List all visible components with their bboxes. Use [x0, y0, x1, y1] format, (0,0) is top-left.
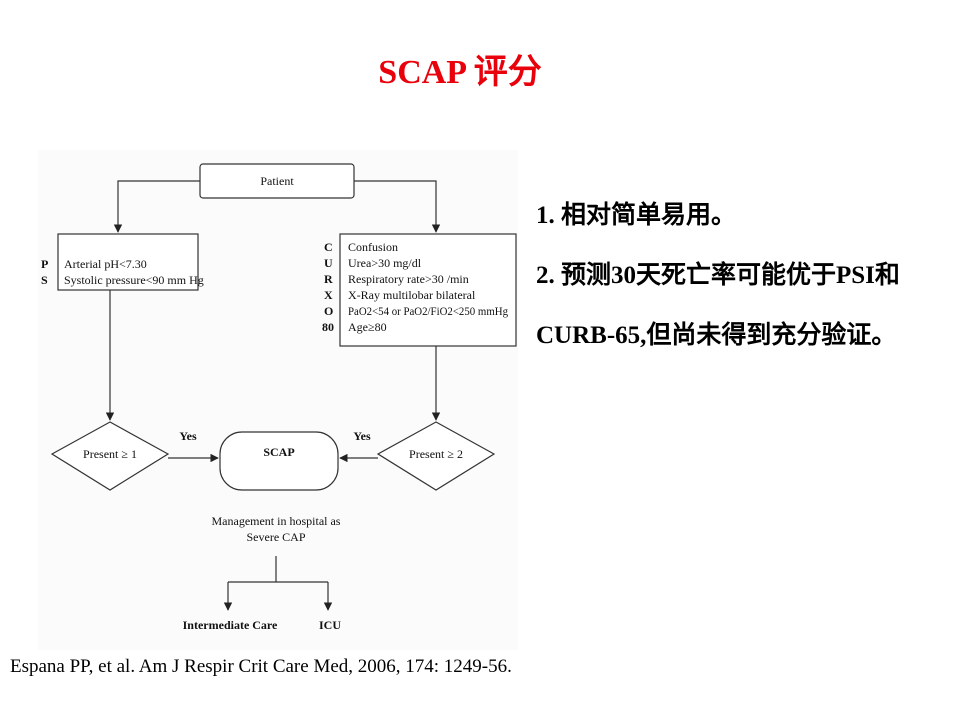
left-letter-p: P [41, 257, 48, 271]
yes-right-label: Yes [353, 429, 371, 443]
scap-terminator [219, 431, 339, 491]
right-letter-c: C [324, 240, 333, 254]
right-criterion-age: Age≥80 [348, 320, 387, 334]
right-decision-label: Present ≥ 2 [409, 447, 463, 461]
slide-title: SCAP 评分 [378, 54, 542, 91]
patient-to-right-arrow [354, 180, 441, 233]
right-letter-80: 80 [322, 320, 334, 334]
right-criterion-urea: Urea>30 mg/dl [348, 256, 422, 270]
key-points: 1. 相对简单易用。 2. 预测30天死亡率可能优于PSI和CURB-65,但尚… [536, 186, 936, 366]
flowchart-svg: Patient P S Arterial pH<7.30 Systolic pr… [41, 163, 517, 632]
outcome-intermediate-care: Intermediate Care [183, 618, 278, 632]
left-criterion-systolic: Systolic pressure<90 mm Hg [64, 273, 204, 287]
right-criterion-pao2: PaO2<54 or PaO2/FiO2<250 mmHg [348, 304, 508, 318]
patient-label: Patient [260, 174, 294, 188]
right-decision-diamond [376, 421, 496, 491]
left-criteria-box [57, 233, 199, 291]
scap-label: SCAP [263, 445, 294, 459]
left-decision-label: Present ≥ 1 [83, 447, 137, 461]
right-letter-x: X [324, 288, 333, 302]
yes-left-label: Yes [179, 429, 197, 443]
scap-flowchart: Patient P S Arterial pH<7.30 Systolic pr… [38, 150, 518, 650]
right-criteria-box [339, 233, 517, 347]
key-point-2: 2. 预测30天死亡率可能优于PSI和CURB-65,但尚未得到充分验证。 [536, 262, 900, 349]
management-line-2: Severe CAP [247, 530, 306, 544]
outcome-icu: ICU [319, 618, 341, 632]
management-line-1: Management in hospital as [212, 514, 341, 528]
key-point-1: 1. 相对简单易用。 [536, 202, 737, 229]
left-criterion-ph: Arterial pH<7.30 [64, 257, 147, 271]
right-letter-o: O [324, 304, 333, 318]
citation: Espana PP, et al. Am J Respir Crit Care … [10, 656, 512, 677]
right-criterion-xray: X-Ray multilobar bilateral [348, 288, 476, 302]
right-criterion-confusion: Confusion [348, 240, 398, 254]
right-letter-r: R [324, 272, 333, 286]
right-letter-u: U [324, 256, 333, 270]
patient-to-left-arrow [113, 180, 200, 233]
left-letter-s: S [41, 273, 48, 287]
right-criterion-respiratory: Respiratory rate>30 /min [348, 272, 469, 286]
left-decision-diamond [50, 421, 170, 491]
